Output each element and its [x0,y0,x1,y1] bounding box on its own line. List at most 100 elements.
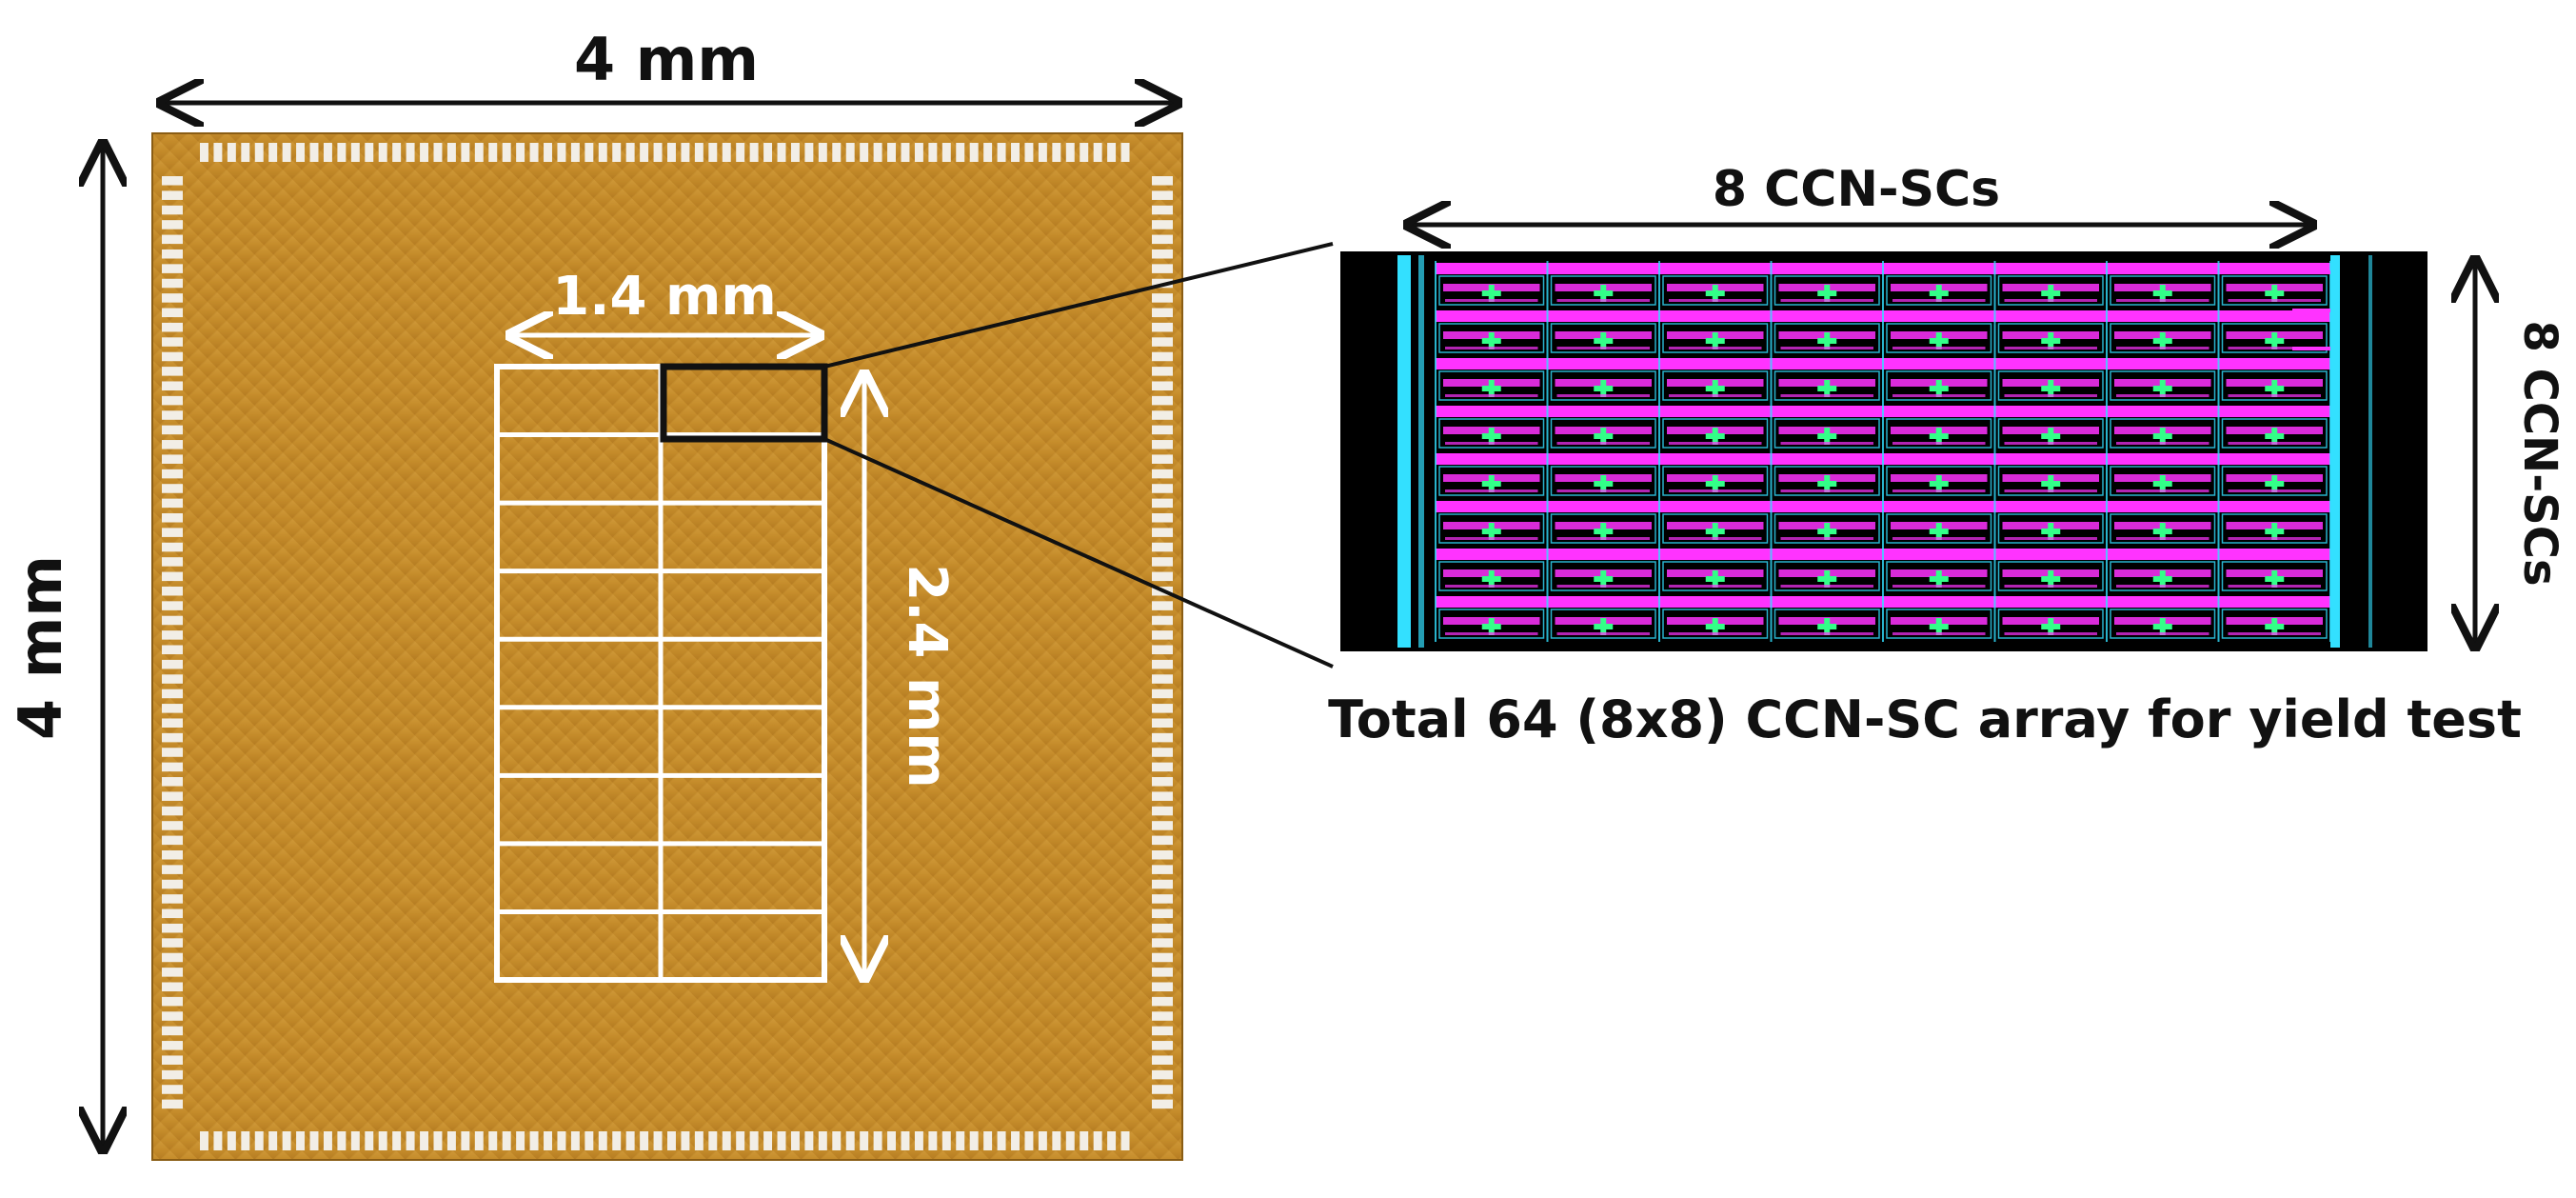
bond-pad [323,1131,332,1150]
layout-cell [1438,418,1545,449]
cell-device-via [1712,570,1718,588]
bond-pad [694,143,703,162]
bond-pad [860,143,869,162]
bond-pad [570,1131,580,1150]
cell-metal-thin [1556,394,1650,397]
bond-pad [1038,143,1047,162]
bond-pad [227,1131,236,1150]
bond-pad [1093,1131,1102,1150]
bond-pad [241,1131,250,1150]
cell-outline [1886,418,1992,449]
bond-pad [1052,1131,1061,1150]
chip-body [151,132,1183,1161]
cell-outline [2221,275,2328,306]
bond-pad [162,923,183,933]
cell-metal-thin [1445,394,1538,397]
bond-pad [1152,879,1173,889]
cell-metal-thin [1892,632,1986,635]
bond-pad [956,143,965,162]
bond-pad [474,1131,484,1150]
bond-pad [570,143,580,162]
bond-pad [928,143,938,162]
bond-pad [1152,777,1173,787]
cell-device-via [1824,380,1831,397]
bond-pad [804,1131,814,1150]
layout-cell [1997,466,2104,496]
cell-device-via [1488,570,1495,588]
cell-outline [2110,323,2216,353]
bond-pad [1152,264,1173,273]
bond-pad [420,1131,429,1150]
bond-pad [162,1099,183,1109]
cell-device-via [2271,618,2278,635]
cell-device-via [1712,332,1718,349]
layout-cell [2110,275,2216,306]
cell-metal-thin [2116,632,2209,635]
bond-pad [1152,821,1173,830]
bond-pad [162,1069,183,1080]
bond-pad [1107,143,1117,162]
layout-rows-dimension: 8 CCN-SCs [2475,259,2566,648]
cell-device-via [1488,285,1495,302]
bond-pad [516,143,525,162]
bond-pad [461,143,470,162]
bond-pad [365,143,374,162]
cell-device-via [2048,570,2054,588]
cell-device-via [1935,475,1942,492]
cell-device-via [2048,285,2054,302]
bond-pad [956,1131,965,1150]
bond-pad [162,337,183,347]
bond-pad [162,410,183,420]
cell-device-via [1712,475,1718,492]
layout-cell [1997,609,2104,639]
bond-pad [392,1131,402,1150]
bond-pad [1152,557,1173,567]
cell-outline [2221,466,2328,496]
cell-outline [1662,418,1769,449]
bond-pad [873,1131,882,1150]
cell-outline [2110,513,2216,544]
bond-pad [1152,234,1173,245]
cell-outline [1997,323,2104,353]
bond-pad [1152,849,1173,860]
cell-outline [1438,609,1545,639]
bond-pad [544,143,552,162]
bond-pad [162,381,183,391]
layout-cell [1662,275,1769,306]
cell-metal-thin [1445,632,1538,635]
cell-outline [1438,275,1545,306]
bond-pad [1011,143,1020,162]
bond-pad [832,143,842,162]
bond-pad [1152,674,1173,684]
bond-pad [1152,908,1173,919]
bond-pad [777,143,786,162]
cell-device-via [2048,428,2054,445]
bond-pad [997,143,1006,162]
bond-pad [254,143,264,162]
cell-device-via [1600,285,1607,302]
bond-pad [162,498,183,509]
layout-cell [1886,513,1992,544]
bond-pad [1152,982,1173,992]
cell-metal-thin [2004,489,2097,492]
cell-outline [1550,466,1656,496]
bond-pad [1065,1131,1075,1150]
cell-device-via [1488,380,1495,397]
layout-cell [1550,418,1656,449]
layout-cell [1550,561,1656,591]
bond-pad [337,143,347,162]
cell-outline [1997,513,2104,544]
bond-pad [162,293,183,303]
cell-outline [2221,609,2328,639]
cell-outline [1550,513,1656,544]
bond-pad [162,849,183,860]
cell-device-via [2271,380,2278,397]
layout-cell [1886,609,1992,639]
cell-device-via [1600,428,1607,445]
bond-pad [446,1131,456,1150]
bond-pad [832,1131,842,1150]
cell-metal-thin [2116,394,2209,397]
cell-device-via [2159,570,2166,588]
layout-cell [1773,370,1880,401]
